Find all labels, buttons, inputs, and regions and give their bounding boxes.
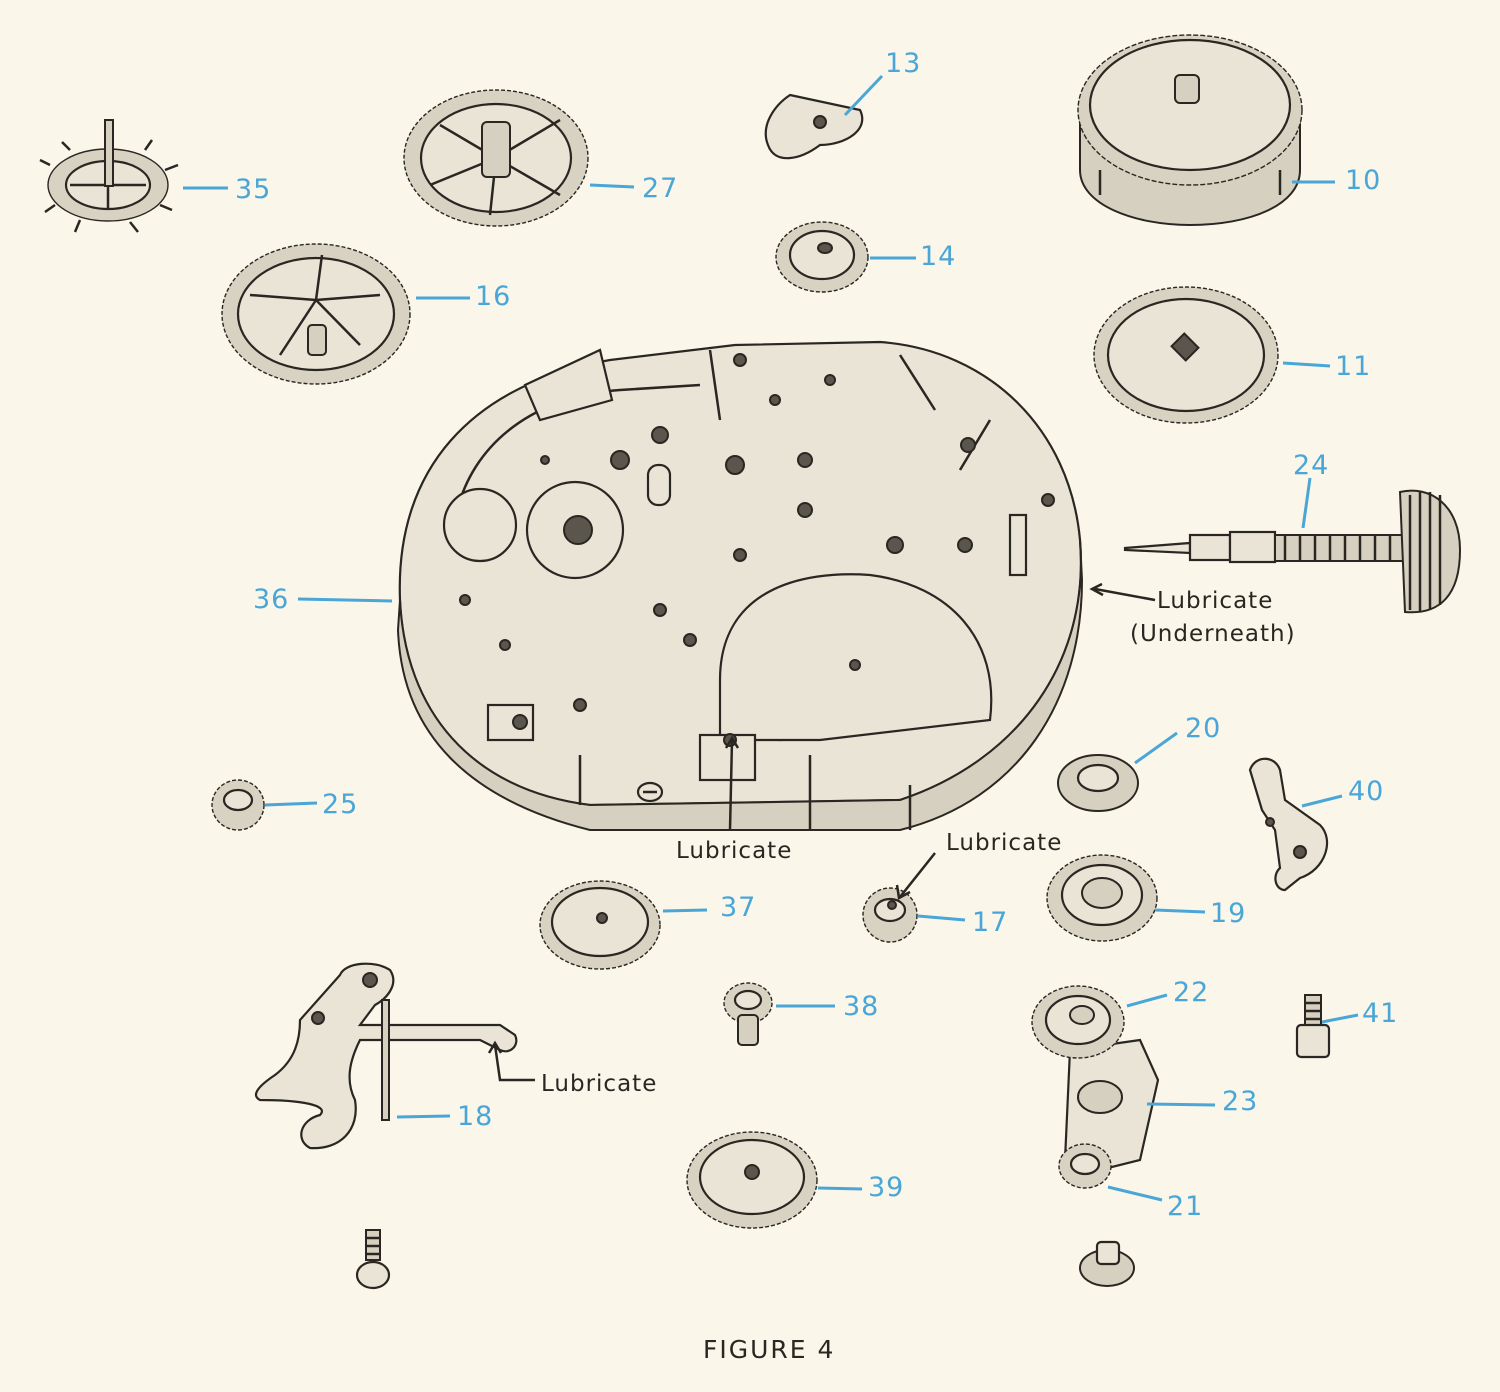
escape-wheel-35 [39, 119, 179, 233]
wheel-27 [403, 89, 589, 227]
lubricate-pointers [487, 582, 1156, 1082]
wheel-19 [1046, 854, 1158, 942]
note-lubricate-lever18: Lubricate [541, 1071, 657, 1097]
mainspring-barrel-10 [1077, 34, 1303, 227]
bridge-piece-13 [764, 93, 864, 160]
callout-25: 25 [322, 789, 358, 820]
main-plate-36 [396, 340, 1084, 831]
screw-41 [1295, 994, 1331, 1059]
note-underneath: (Underneath) [1130, 621, 1296, 647]
callout-10: 10 [1345, 165, 1381, 196]
callout-20: 20 [1185, 713, 1221, 744]
ratchet-wheel-11 [1093, 286, 1279, 424]
callout-19: 19 [1210, 898, 1246, 929]
callout-18: 18 [457, 1101, 493, 1132]
leader-lines [183, 74, 1359, 1202]
callout-17: 17 [972, 907, 1008, 938]
callout-22: 22 [1173, 977, 1209, 1008]
note-lubricate-mainplate: Lubricate [676, 838, 792, 864]
callout-21: 21 [1167, 1191, 1203, 1222]
note-lubricate-wheel17: Lubricate [946, 830, 1062, 856]
callout-40: 40 [1348, 776, 1384, 807]
wheel-37 [539, 880, 661, 970]
callout-13: 13 [885, 48, 921, 79]
small-wheel-14 [775, 221, 869, 293]
pinion-25 [211, 779, 265, 831]
wheel-39 [686, 1131, 818, 1229]
loose-screw-right [1079, 1240, 1135, 1287]
callout-38: 38 [843, 991, 879, 1022]
washer-20 [1057, 754, 1139, 812]
loose-screw-left [355, 1229, 391, 1290]
callout-35: 35 [235, 174, 271, 205]
winding-stem-24 [1123, 489, 1462, 614]
pinion-17 [862, 887, 918, 943]
callout-37: 37 [720, 892, 756, 923]
callout-36: 36 [253, 584, 289, 615]
callout-14: 14 [920, 241, 956, 272]
note-lubricate-underneath: Lubricate [1157, 588, 1273, 614]
callout-27: 27 [642, 173, 678, 204]
setting-lever-18 [254, 962, 518, 1150]
callout-39: 39 [868, 1172, 904, 1203]
callout-16: 16 [475, 281, 511, 312]
pinion-38 [723, 982, 773, 1046]
callout-41: 41 [1362, 998, 1398, 1029]
intermediate-assembly-22-23-21 [1031, 985, 1160, 1189]
figure-caption: FIGURE 4 [703, 1335, 835, 1364]
callout-24: 24 [1293, 450, 1329, 481]
callout-23: 23 [1222, 1086, 1258, 1117]
wheel-16 [221, 243, 411, 385]
lever-40 [1248, 757, 1329, 892]
callout-11: 11 [1335, 351, 1371, 382]
